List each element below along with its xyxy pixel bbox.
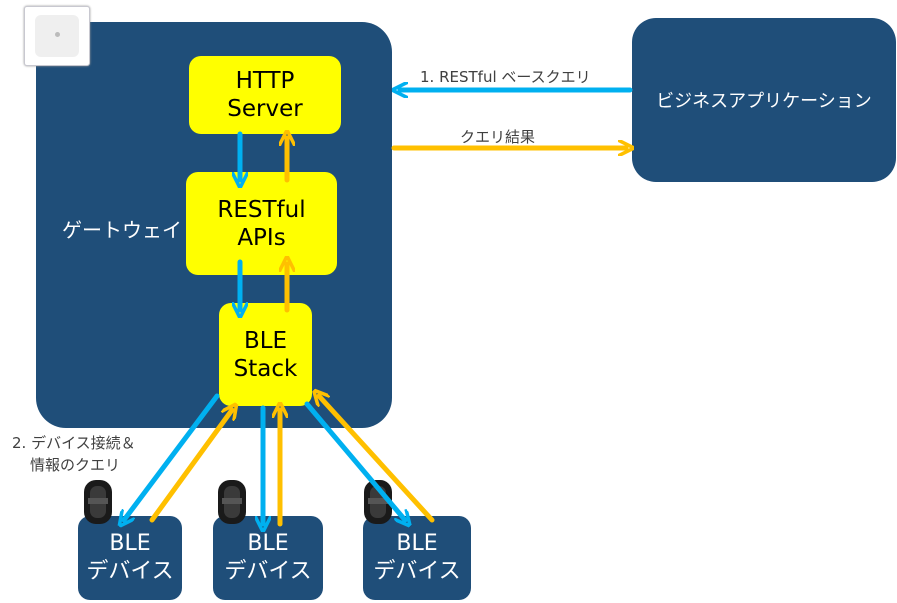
ble-device-2-line2: デバイス [224,559,312,584]
ble-device-3-line1: BLE [396,531,438,556]
wristband-icon-2 [218,480,246,524]
ble-stack-line2: Stack [233,355,298,382]
business-application-label: ビジネスアプリケーション [656,91,872,112]
result-arrow-label: クエリ結果 [460,128,536,146]
ble-device-1-line1: BLE [109,531,151,556]
http-server-line2: Server [227,96,303,122]
ble-device-3: BLE デバイス [363,516,471,600]
http-server-line1: HTTP [235,68,295,94]
gateway-device-icon [24,6,90,66]
ble-device-2: BLE デバイス [213,516,323,600]
device-query-label-line1: 2. デバイス接続＆ [12,434,136,452]
device3-to-stack-arrow [319,396,435,523]
http-server-box: HTTP Server [189,56,341,134]
ble-stack-line1: BLE [243,327,288,354]
ble-device-2-line1: BLE [247,531,289,556]
ble-device-1: BLE デバイス [78,516,182,600]
restful-apis-box: RESTful APIs [186,172,337,275]
restful-apis-line2: APIs [237,224,286,251]
business-application-box: ビジネスアプリケーション [632,18,896,182]
restful-apis-line1: RESTful [217,196,306,223]
ble-device-1-line2: デバイス [86,559,174,584]
stack-to-device1-arrow [124,393,220,520]
wristband-icon-1 [84,480,112,524]
gateway-label: ゲートウェイ [62,218,182,242]
ble-stack-box: BLE Stack [219,303,312,406]
stack-to-device3-arrow [304,401,405,520]
ble-device-3-line2: デバイス [373,559,461,584]
device1-to-stack-arrow [149,410,232,523]
request-arrow-label: 1. RESTful ベースクエリ [420,68,591,86]
device-query-label-line2: 情報のクエリ [30,456,121,474]
